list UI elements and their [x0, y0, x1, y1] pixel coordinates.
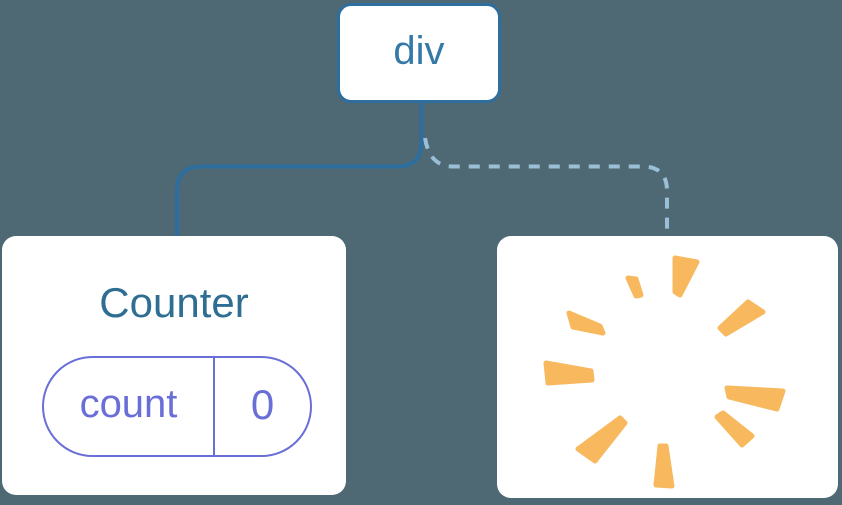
state-value-cell: 0 [215, 358, 310, 455]
burst-wedge [653, 443, 675, 489]
burst-wedge [566, 310, 606, 336]
state-key-label: count [79, 381, 178, 426]
burst-wedge [714, 410, 755, 448]
root-node: div [337, 3, 501, 103]
component-node-counter: Counter count 0 [2, 236, 346, 495]
burst-wedge [575, 415, 628, 464]
connector-solid-line [175, 103, 424, 236]
burst-wedge [625, 275, 644, 299]
connector-dashed-line [423, 137, 669, 236]
root-node-label: div [393, 29, 445, 73]
state-value-label: 0 [250, 380, 275, 428]
burst-wedge [543, 360, 595, 386]
burst-wedge [672, 255, 700, 298]
poof-burst-icon [543, 255, 786, 489]
state-pill: count 0 [42, 356, 312, 457]
burst-wedge [724, 385, 786, 412]
removed-node-card [497, 236, 838, 498]
component-title: Counter [99, 279, 249, 326]
state-key-cell: count [44, 358, 215, 455]
burst-wedge [717, 299, 766, 337]
